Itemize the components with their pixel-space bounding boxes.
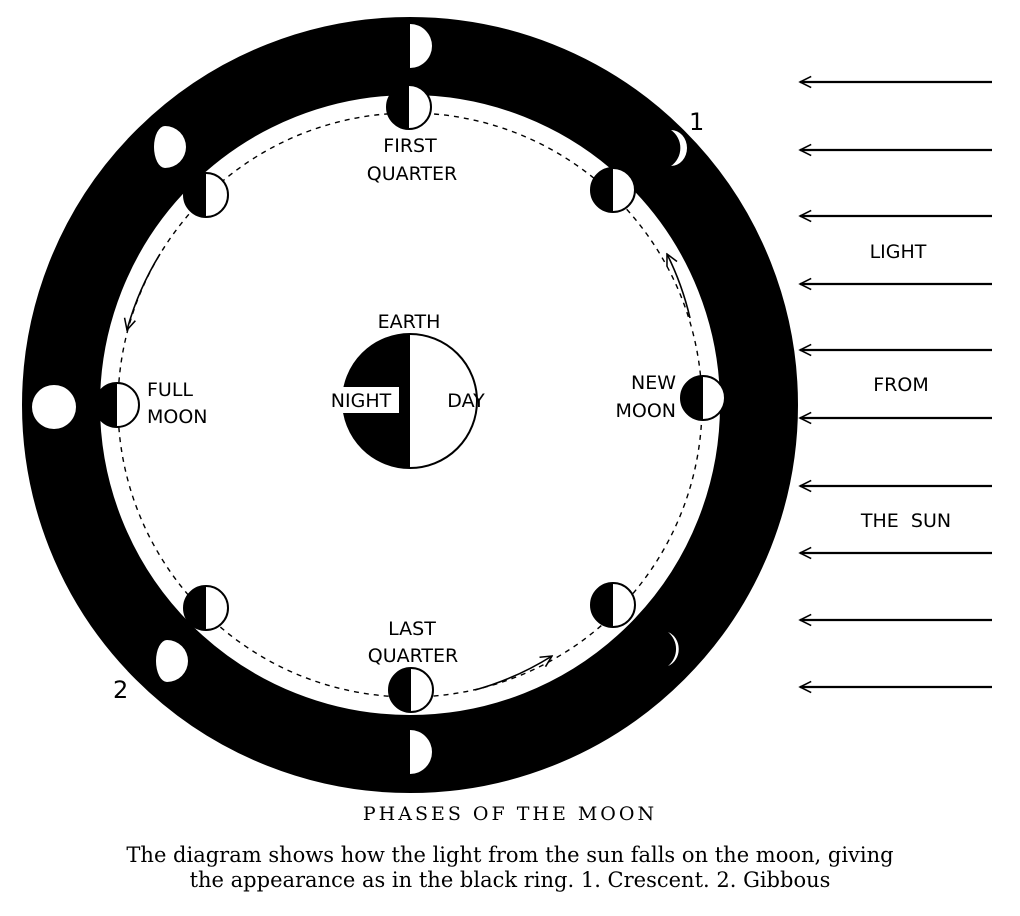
moon-first-quarter — [386, 84, 432, 130]
night-label-box — [323, 387, 399, 413]
first-quarter-label-line2: QUARTER — [367, 163, 458, 185]
sun-label-the-sun: THE SUN — [860, 510, 951, 532]
night-label: NIGHT — [331, 390, 392, 412]
caption-line-1: The diagram shows how the light from the… — [126, 843, 894, 867]
last-quarter-label-line1: LAST — [388, 618, 436, 640]
moon-full — [94, 382, 140, 428]
moon-waxing-gibbous-position — [183, 172, 229, 218]
caption-text: The diagram shows how the light from the… — [40, 843, 980, 893]
ring-gibbous-lower-appearance — [156, 640, 188, 682]
orbit-direction-arrow-left — [127, 253, 161, 330]
sun-label-light: LIGHT — [870, 241, 927, 263]
marker-2-gibbous: 2 — [113, 676, 128, 704]
ring-last-quarter-appearance — [410, 730, 432, 774]
last-quarter-label-line2: QUARTER — [368, 645, 459, 667]
day-label: DAY — [447, 390, 485, 412]
orbit-direction-arrow-right — [667, 254, 691, 319]
moon-phases-diagram: EARTH NIGHT DAY FIRST QUARTE — [22, 17, 992, 793]
full-moon-label-line2: MOON — [147, 406, 208, 428]
moon-new — [680, 375, 726, 421]
orbit-direction-arrow-bottom — [474, 656, 552, 691]
moon-waning-gibbous-position — [183, 585, 229, 631]
sunlight-arrows — [800, 82, 992, 687]
full-moon-label-line1: FULL — [147, 379, 193, 401]
new-moon-label-line1: NEW — [631, 372, 676, 394]
earth-label: EARTH — [378, 311, 441, 333]
new-moon-label-line2: MOON — [615, 400, 676, 422]
moon-last-quarter — [388, 667, 434, 713]
ring-crescent-lower-appearance — [668, 632, 679, 666]
ring-full-moon-appearance — [32, 385, 76, 429]
marker-1-crescent: 1 — [689, 108, 704, 136]
moon-waning-crescent-position — [590, 582, 636, 628]
first-quarter-label-line1: FIRST — [383, 135, 437, 157]
ring-crescent-upper-appearance — [671, 130, 687, 166]
moon-waxing-crescent-position — [590, 167, 636, 213]
caption-line-2: the appearance as in the black ring. 1. … — [189, 868, 831, 892]
sun-label-from: FROM — [873, 374, 928, 396]
ring-first-quarter-appearance — [410, 24, 432, 68]
caption-title: PHASES OF THE MOON — [362, 803, 658, 825]
ring-gibbous-upper-appearance — [154, 126, 186, 168]
